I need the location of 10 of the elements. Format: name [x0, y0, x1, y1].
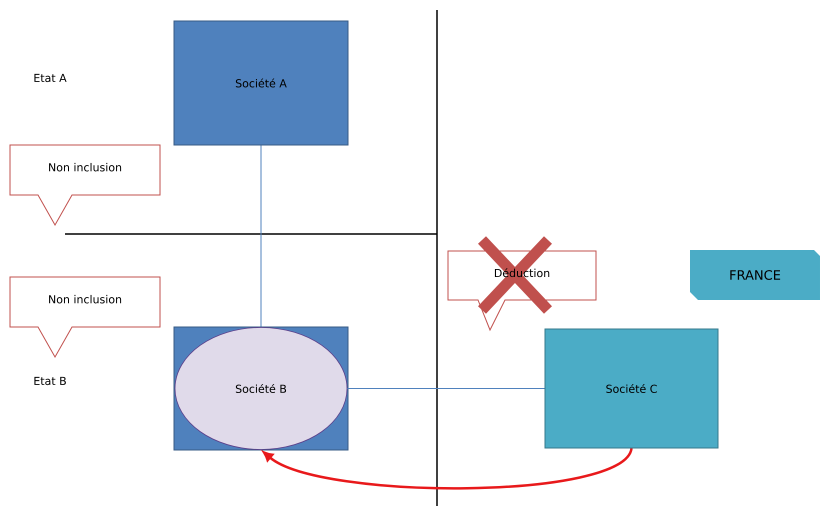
company-box: Société A: [174, 20, 348, 146]
region-label: Etat A: [34, 74, 67, 82]
curved-arrow: [263, 448, 633, 490]
company-box: Société C: [544, 328, 718, 448]
callout: Non inclusion: [10, 276, 160, 358]
region-label: Etat B: [34, 376, 66, 386]
connector-line: [346, 388, 545, 389]
label-tag: FRANCE: [690, 250, 820, 300]
connector-line: [260, 145, 262, 327]
callout: Non inclusion: [10, 144, 160, 226]
